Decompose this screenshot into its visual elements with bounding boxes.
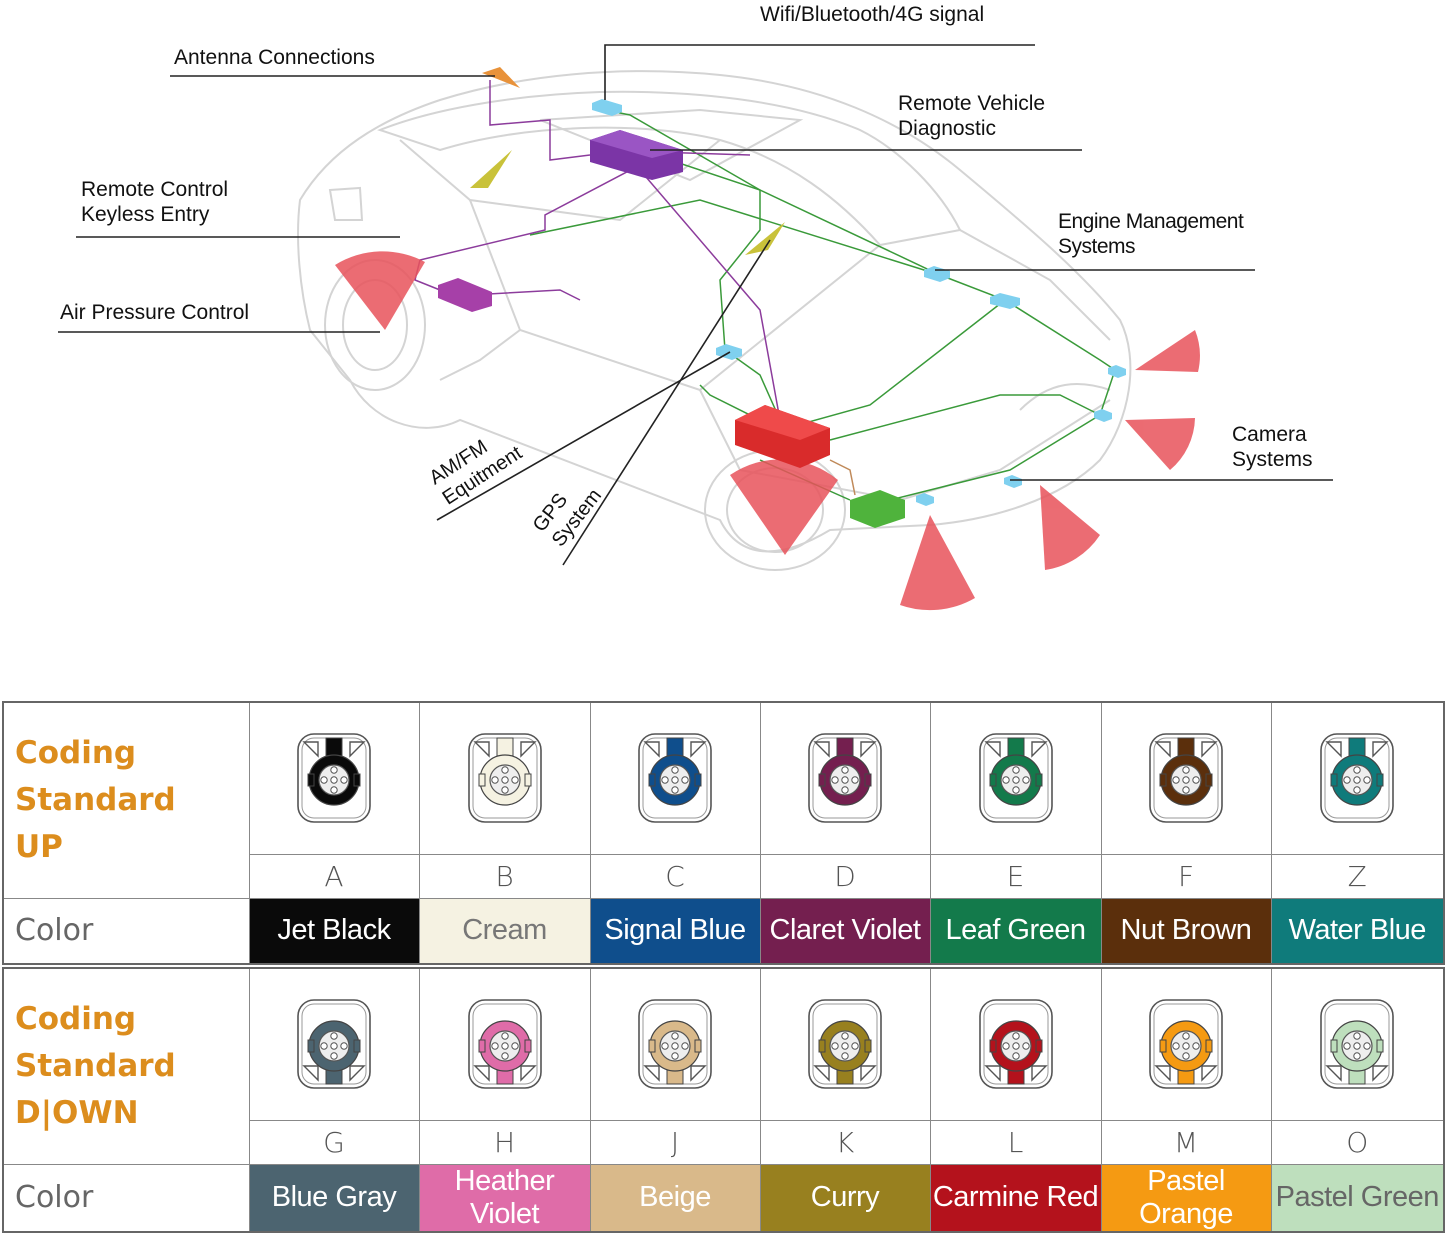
code-letter: G (248, 1119, 420, 1165)
sensors (592, 99, 1126, 506)
code-letter: A (248, 853, 420, 899)
label-wifi: Wifi/Bluetooth/4G signal (760, 3, 985, 26)
code-letter: F (1100, 853, 1272, 899)
radar-side-upper (1135, 330, 1200, 372)
color-row-header: Color (2, 897, 250, 965)
connector-cell (418, 701, 591, 855)
color-swatch: Water Blue (1270, 897, 1445, 965)
code-letter: Z (1270, 853, 1445, 899)
color-swatch: Jet Black (248, 897, 420, 965)
code-letter: M (1100, 1119, 1272, 1165)
radar-wheel (730, 459, 838, 555)
code-letter: O (1270, 1119, 1445, 1165)
coding-standard-up-title: Coding Standard UP (2, 701, 250, 899)
code-letter: B (418, 853, 591, 899)
code-letter: L (929, 1119, 1102, 1165)
connector-icon (638, 999, 712, 1090)
antenna-roof (482, 67, 520, 88)
color-swatch: Cream (418, 897, 591, 965)
connector-icon (1149, 999, 1223, 1090)
connector-icon (467, 999, 542, 1090)
label-engine-management: Engine Management Systems (1058, 210, 1244, 258)
connector-icon (808, 999, 882, 1090)
radar-cones (335, 251, 1200, 611)
color-swatch: Nut Brown (1100, 897, 1272, 965)
color-swatch: Heather Violet (418, 1163, 591, 1232)
color-row-header: Color (2, 1163, 250, 1232)
color-swatch: Blue Gray (248, 1163, 420, 1232)
coding-table-up: Coding Standard UP A B C D E F Z Color J… (2, 701, 1445, 965)
connector-icon (1149, 733, 1223, 824)
radar-side-lower (1125, 418, 1195, 470)
radar-front-left (335, 251, 425, 330)
connector-icon (1320, 999, 1395, 1090)
color-swatch: Pastel Green (1270, 1163, 1445, 1232)
connector-cell (589, 701, 761, 855)
car-body-outline (297, 70, 1132, 571)
connector-cell (759, 967, 931, 1121)
connector-cell (589, 967, 761, 1121)
front-sensor-2 (1094, 409, 1112, 422)
connector-cell (929, 701, 1102, 855)
gps-module (850, 490, 905, 528)
connector-icon (978, 999, 1053, 1090)
antenna-center (745, 222, 785, 255)
connector-cell (418, 967, 591, 1121)
color-swatch: Carmine Red (929, 1163, 1102, 1232)
radar-front-right (1040, 485, 1100, 570)
code-letter: E (929, 853, 1102, 899)
connector-icon (638, 733, 712, 824)
color-swatch: Signal Blue (589, 897, 761, 965)
label-antenna: Antenna Connections (174, 46, 375, 69)
label-keyless-entry: Remote Control Keyless Entry (81, 178, 229, 226)
antenna-windshield (470, 150, 512, 188)
connector-icon (1320, 733, 1395, 824)
callout-lines (58, 44, 1333, 566)
connector-cell (248, 701, 420, 855)
connector-cell (1270, 701, 1445, 855)
connector-cell (759, 701, 931, 855)
color-swatch: Beige (589, 1163, 761, 1232)
coding-standard-down-title: Coding Standard D|OWN (2, 967, 250, 1165)
radar-front-bottom (900, 515, 975, 611)
line-gps (562, 239, 771, 566)
label-air-pressure: Air Pressure Control (60, 301, 250, 324)
color-swatch: Claret Violet (759, 897, 931, 965)
connector-cell (248, 967, 420, 1121)
connector-icon (808, 733, 882, 824)
car-connectivity-diagram: Wifi/Bluetooth/4G signal Antenna Connect… (58, 3, 1333, 611)
code-letter: K (759, 1119, 931, 1165)
engine-sensor-1 (924, 266, 950, 282)
front-sensor-1 (1108, 365, 1126, 378)
code-letter: J (589, 1119, 761, 1165)
color-swatch: Leaf Green (929, 897, 1102, 965)
label-remote-diagnostic: Remote Vehicle Diagnostic (898, 92, 1046, 140)
code-letter: D (759, 853, 931, 899)
code-letter: H (418, 1119, 591, 1165)
label-camera: Camera Systems (1232, 423, 1313, 471)
front-sensor-3 (916, 493, 934, 506)
color-swatch: Curry (759, 1163, 931, 1232)
line-wifi (604, 44, 1035, 100)
connector-icon (978, 733, 1053, 824)
car-illustration (58, 44, 1333, 611)
connector-icon (467, 733, 542, 824)
modules (438, 67, 1126, 528)
connector-icon (297, 999, 371, 1090)
air-pressure-module (438, 278, 492, 312)
connector-cell (1100, 701, 1272, 855)
connector-cell (1270, 967, 1445, 1121)
color-swatch: Pastel Orange (1100, 1163, 1272, 1232)
engine-sensor-2 (990, 293, 1020, 309)
wifi-sensor (592, 99, 622, 116)
connector-cell (1100, 967, 1272, 1121)
connector-icon (297, 733, 371, 824)
code-letter: C (589, 853, 761, 899)
connector-cell (929, 967, 1102, 1121)
coding-table-down: Coding Standard D|OWN G H J K L M O Colo… (2, 967, 1445, 1233)
camera-sensor (1004, 475, 1022, 488)
